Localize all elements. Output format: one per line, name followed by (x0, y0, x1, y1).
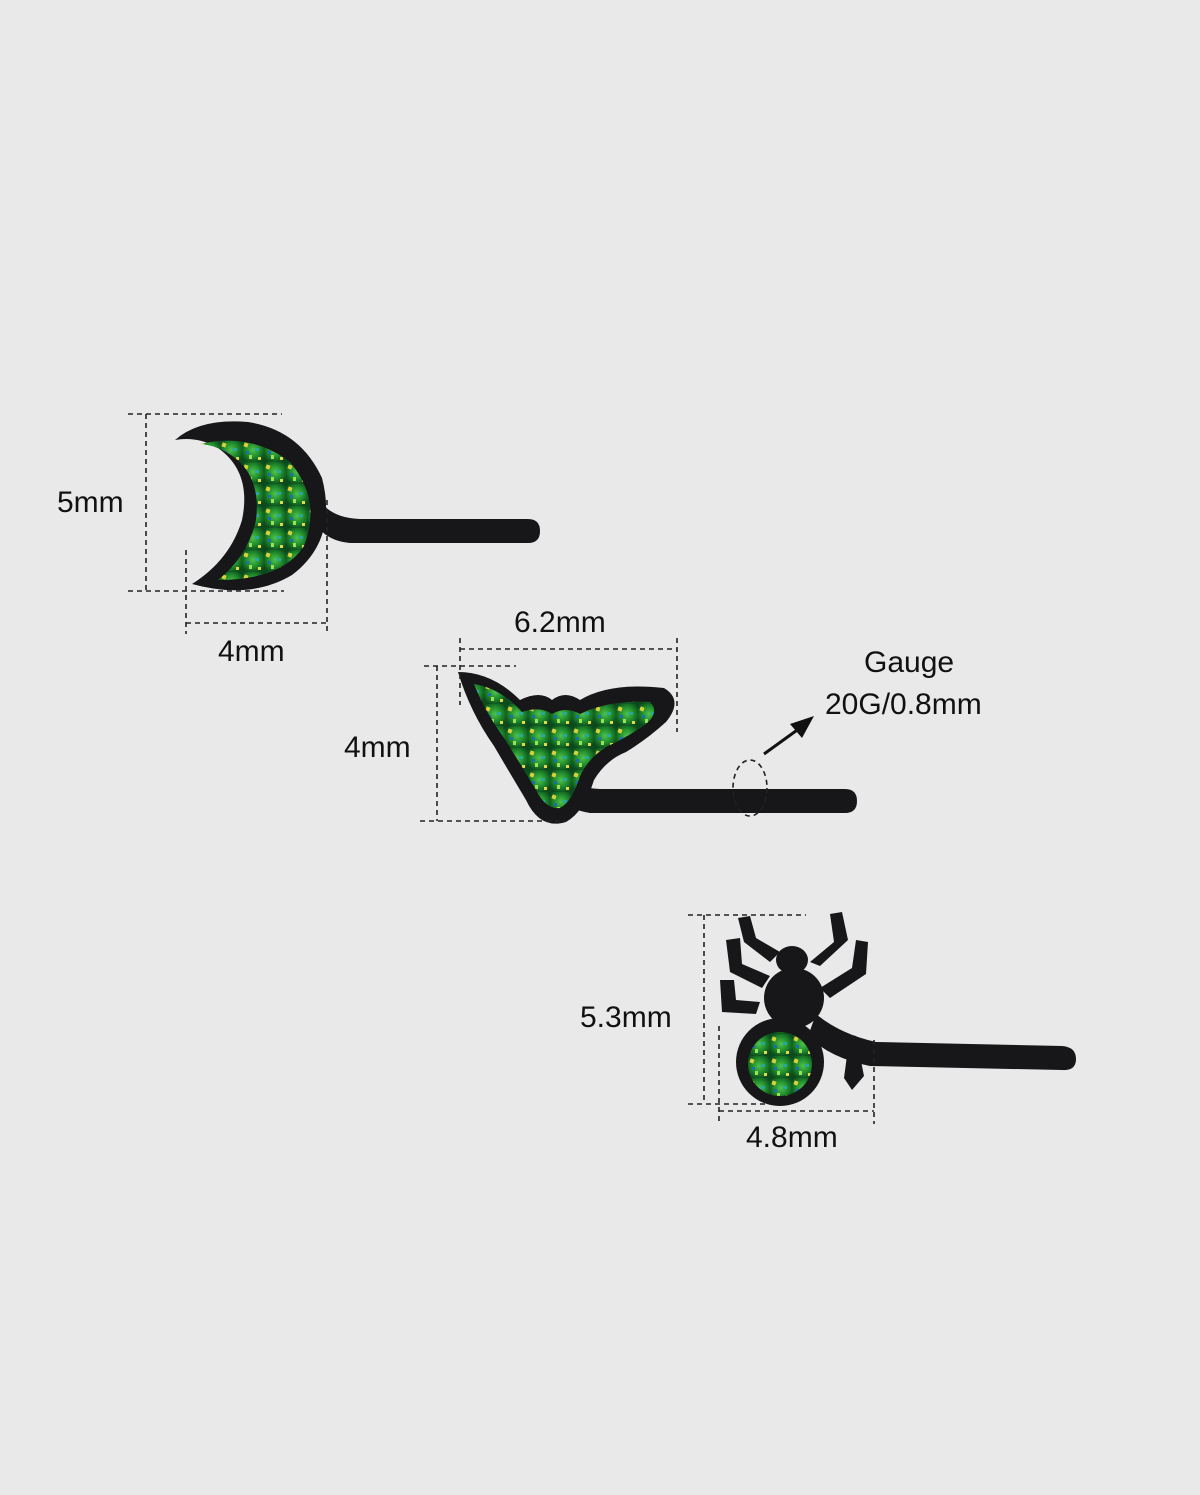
spider-stud (720, 912, 1076, 1106)
bat-height-label: 4mm (344, 731, 411, 764)
moon-opal (200, 440, 311, 580)
gauge-value: 20G/0.8mm (825, 688, 982, 721)
moon-width-label: 4mm (218, 635, 285, 668)
spider-opal (748, 1032, 812, 1096)
bat-pin (552, 768, 857, 813)
spider-thorax (764, 968, 824, 1028)
spider-head (776, 946, 808, 974)
moon-stud (175, 421, 540, 591)
spider-height-label: 5.3mm (580, 1001, 672, 1034)
gauge-title: Gauge (864, 646, 955, 679)
bat-width-label: 6.2mm (514, 606, 606, 639)
gauge-indicator (732, 716, 814, 817)
spider-dimension-lines (688, 914, 875, 1124)
bat-stud (458, 672, 857, 824)
moon-pin (312, 498, 540, 543)
spider-legs (720, 912, 868, 1090)
moon-height-label: 5mm (57, 486, 124, 519)
spider-width-label: 4.8mm (746, 1121, 838, 1154)
arrow-head-icon (790, 716, 814, 738)
bat-opal (474, 684, 655, 809)
moon-dimension-lines (128, 413, 328, 634)
spider-pin (808, 1014, 1076, 1071)
bat-dimension-lines (420, 638, 678, 822)
